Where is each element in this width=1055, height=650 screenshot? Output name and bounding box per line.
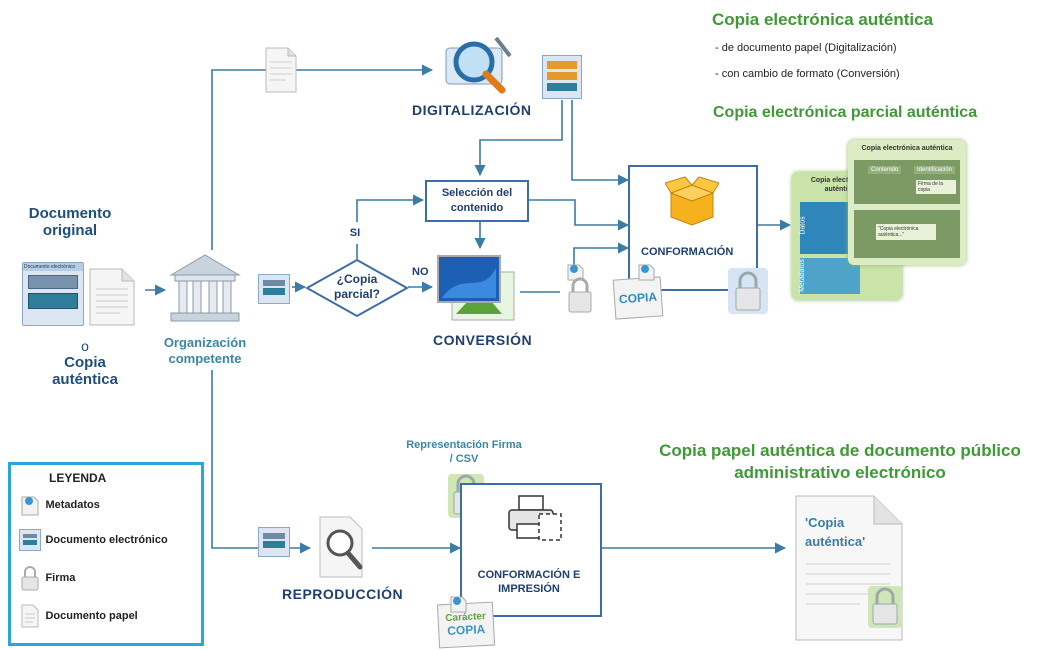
process-digitalizacion: DIGITALIZACIÓN [412, 102, 532, 118]
result-card-datos: Datos [799, 216, 807, 235]
paper-document-icon [89, 268, 135, 326]
electronic-document-icon [258, 527, 290, 557]
signature-lock-icon [868, 586, 902, 628]
partial-copy-title: Copia electrónica parcial auténtica [713, 104, 978, 121]
signature-lock-icon [21, 566, 39, 591]
conversion-images-icon [437, 255, 515, 321]
legend-item-metadata: Metadatos [19, 493, 100, 517]
selection-box: Selección del contenido [425, 180, 529, 222]
signature-lock-icon [568, 277, 592, 313]
result-card-copia-electronica: "Copia electrónica auténtica..." [876, 224, 936, 240]
process-conversion: CONVERSIÓN [433, 332, 533, 348]
source-or: o [81, 338, 89, 354]
arrow-selection-to-conformacion [527, 199, 630, 231]
electronic-copy-item-2: - con cambio de formato (Conversión) [715, 68, 900, 80]
decision-yes: SI [349, 227, 361, 239]
result-card-back-title: Copia electrónica auténtica [810, 177, 870, 193]
decision-no: NO [412, 266, 429, 278]
printer-icon [508, 495, 562, 541]
source-alt: Copia auténtica [52, 354, 118, 388]
paper-document-icon [265, 47, 297, 93]
process-conformacion-impresion: CONFORMACIÓN E IMPRESIÓN [477, 569, 581, 595]
electronic-document-icon [258, 274, 290, 304]
selection-label: Selección del contenido [441, 187, 513, 214]
organization-label: Organización competente [163, 335, 247, 366]
paper-copy-text: 'Copia auténtica' [805, 515, 866, 549]
representation-label: Representación Firma / CSV [406, 439, 522, 465]
legend-item-firma: Firma [19, 565, 75, 591]
decision-diamond [305, 258, 409, 318]
legend-item-electronic-document: Documento electrónico [19, 529, 168, 553]
package-box-icon [665, 176, 719, 226]
source-title: Documento original [28, 205, 112, 239]
result-card-front: Copia electrónica auténtica Contenido Id… [848, 140, 966, 265]
legend-item-paper-document: Documento papel [19, 603, 138, 629]
legend-box: LEYENDA Metadatos Documento electrónico … [8, 462, 204, 646]
process-conformacion: CONFORMACIÓN [641, 246, 734, 258]
copia-stamp: COPIA [612, 276, 664, 320]
arrow-digitalizacion-to-conformacion [571, 100, 630, 186]
result-card-metadatos: Metadatos [798, 259, 806, 292]
result-card-front-title: Copia electrónica auténtica [861, 145, 953, 152]
metadata-icon [567, 264, 584, 281]
signature-lock-icon [728, 268, 768, 314]
arrow-metadata-to-conformacion [573, 242, 630, 265]
arrow-org-to-reproduccion [211, 370, 312, 554]
electronic-document-icon [19, 529, 41, 551]
paper-document-icon [21, 604, 39, 628]
electronic-copy-item-1: - de documento papel (Digitalización) [715, 42, 897, 54]
result-card-contenido: Contenido [868, 166, 902, 174]
magnifier-document-icon [319, 516, 363, 578]
result-card-identificacion: Identificación [914, 166, 956, 174]
legend-title: LEYENDA [49, 471, 107, 485]
electronic-document-card: Documento electrónico [22, 262, 84, 326]
arrow-org-to-digitalizacion [211, 64, 434, 250]
electronic-copy-title: Copia electrónica auténtica [712, 10, 934, 29]
organization-building-icon [169, 254, 241, 322]
decision-question: ¿Copia parcial? [333, 272, 381, 301]
metadata-icon [450, 596, 467, 613]
doc-card-title: Documento electrónico [23, 263, 83, 271]
metadata-icon [21, 496, 39, 516]
si-label-box: SI [338, 222, 372, 244]
process-reproduccion: REPRODUCCIÓN [282, 586, 404, 602]
electronic-document-icon [542, 55, 582, 99]
scanner-magnifier-icon [445, 36, 512, 94]
metadata-icon [638, 264, 655, 281]
arrow-digitalizacion-to-selection [474, 100, 563, 177]
result-card-firma: Firma de la copia [916, 180, 956, 194]
paper-copy-title: Copia papel auténtica de documento públi… [659, 441, 1021, 482]
